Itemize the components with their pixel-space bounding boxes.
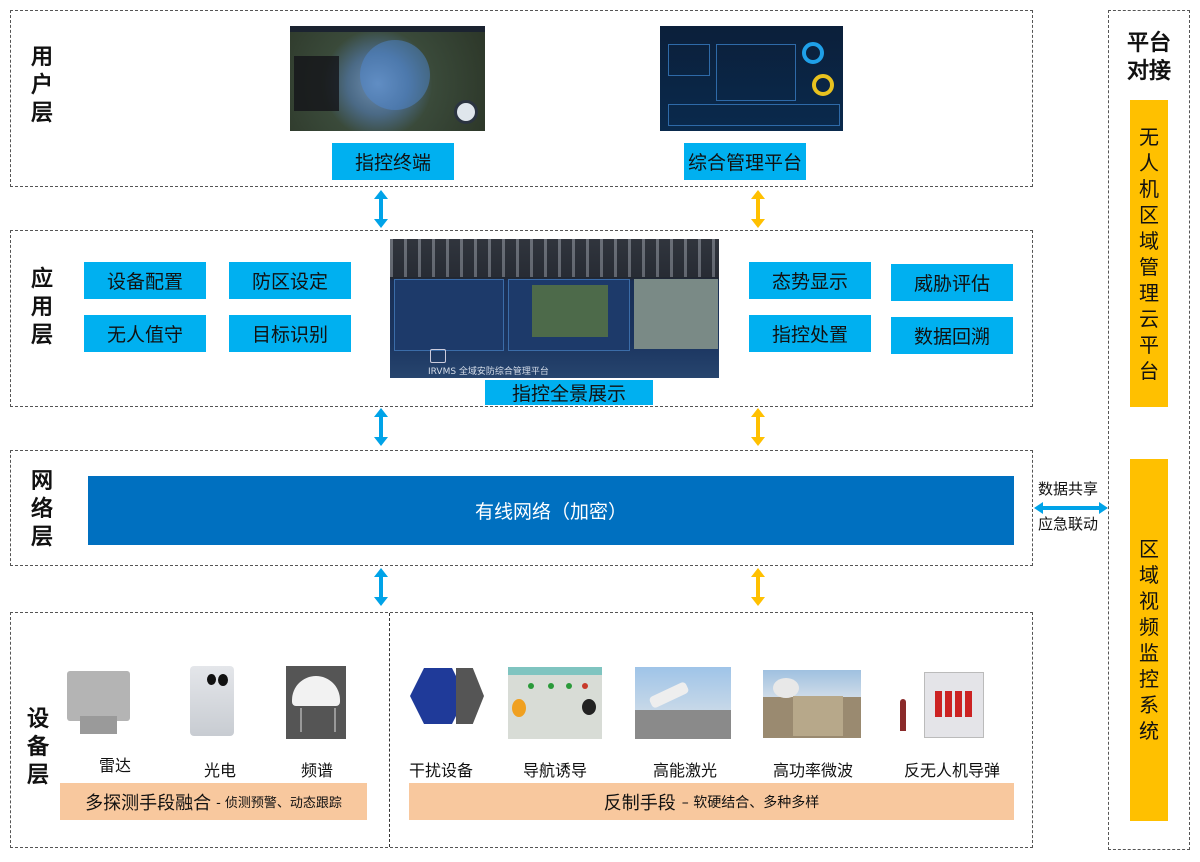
microwave-image bbox=[763, 670, 861, 738]
platform-label: 综合管理平台 bbox=[684, 143, 806, 180]
platform-screenshot bbox=[660, 26, 843, 131]
device-label-navigation-decoy: 导航诱导 bbox=[522, 761, 587, 780]
navigation-decoy-image bbox=[508, 667, 602, 739]
device-layer-label: 设备层 bbox=[26, 707, 49, 788]
panorama-label: 指控全景展示 bbox=[485, 380, 653, 405]
user-layer-box bbox=[10, 10, 1033, 187]
radar-image bbox=[67, 671, 130, 721]
countermeasure-banner: 反制手段 – 软硬结合、多种多样 bbox=[409, 783, 1014, 820]
application-layer-label: 应用层 bbox=[30, 267, 53, 348]
device-label-spectrum: 频谱 bbox=[300, 761, 333, 780]
device-label-jammer: 干扰设备 bbox=[408, 761, 473, 780]
video-surveillance-system: 区域视频监控系统 bbox=[1130, 459, 1168, 821]
laser-image bbox=[635, 667, 731, 739]
wired-network-bar: 有线网络（加密） bbox=[88, 476, 1014, 545]
app-item-device-config: 设备配置 bbox=[84, 262, 206, 299]
device-label-electro-optical: 光电 bbox=[203, 761, 236, 780]
emergency-linkage-label: 应急联动 bbox=[1038, 515, 1099, 533]
device-label-radar: 雷达 bbox=[98, 756, 131, 775]
app-item-zone-setting: 防区设定 bbox=[229, 262, 351, 299]
detection-fusion-banner: 多探测手段融合 - 侦测预警、动态跟踪 bbox=[60, 783, 367, 820]
terminal-screenshot bbox=[290, 26, 485, 131]
drone-cloud-label: 无人机区域管理云平台 bbox=[1139, 124, 1159, 383]
command-center-screenshot: IRVMS 全域安防综合管理平台 bbox=[390, 239, 719, 378]
yellow-double-arrow bbox=[751, 568, 765, 606]
yellow-double-arrow bbox=[751, 190, 765, 228]
detection-subtitle: - 侦测预警、动态跟踪 bbox=[216, 796, 342, 811]
drone-cloud-platform: 无人机区域管理云平台 bbox=[1130, 100, 1168, 407]
platform-integration-box bbox=[1108, 10, 1190, 850]
device-label-laser: 高能激光 bbox=[652, 761, 717, 780]
spectrum-image bbox=[286, 666, 346, 739]
device-divider bbox=[389, 613, 390, 847]
yellow-double-arrow bbox=[751, 408, 765, 446]
jammer-image bbox=[408, 662, 486, 730]
counter-subtitle: – 软硬结合、多种多样 bbox=[681, 794, 820, 811]
platform-integration-title: 平台对接 bbox=[1126, 31, 1171, 84]
blue-double-arrow bbox=[374, 190, 388, 228]
counter-title: 反制手段 bbox=[603, 792, 676, 814]
app-item-threat-assessment: 威胁评估 bbox=[891, 264, 1013, 301]
screen-caption: IRVMS 全域安防综合管理平台 bbox=[428, 367, 549, 377]
blue-double-arrow bbox=[374, 408, 388, 446]
terminal-label: 指控终端 bbox=[332, 143, 454, 180]
blue-double-arrow bbox=[374, 568, 388, 606]
radar-base bbox=[80, 716, 117, 734]
missile-launcher-image bbox=[924, 672, 984, 738]
electro-optical-image bbox=[190, 666, 234, 736]
shield-icon bbox=[430, 349, 446, 363]
device-label-microwave: 高功率微波 bbox=[772, 761, 853, 780]
application-layer-box bbox=[10, 230, 1033, 407]
app-item-data-replay: 数据回溯 bbox=[891, 317, 1013, 354]
missile-image bbox=[900, 699, 906, 731]
horizontal-double-arrow bbox=[1034, 502, 1108, 514]
user-layer-label: 用户层 bbox=[30, 45, 53, 126]
app-item-situation-display: 态势显示 bbox=[749, 262, 871, 299]
app-item-command-disposal: 指控处置 bbox=[749, 315, 871, 352]
device-layer-box bbox=[10, 612, 1033, 848]
app-item-target-recognition: 目标识别 bbox=[229, 315, 351, 352]
detection-title: 多探测手段融合 bbox=[85, 792, 212, 814]
app-item-unattended: 无人值守 bbox=[84, 315, 206, 352]
video-system-label: 区域视频监控系统 bbox=[1139, 537, 1159, 743]
data-share-label: 数据共享 bbox=[1038, 480, 1099, 498]
network-layer-box bbox=[10, 450, 1033, 566]
network-layer-label: 网络层 bbox=[30, 469, 53, 550]
device-label-anti-drone-missile: 反无人机导弹 bbox=[903, 761, 1000, 780]
